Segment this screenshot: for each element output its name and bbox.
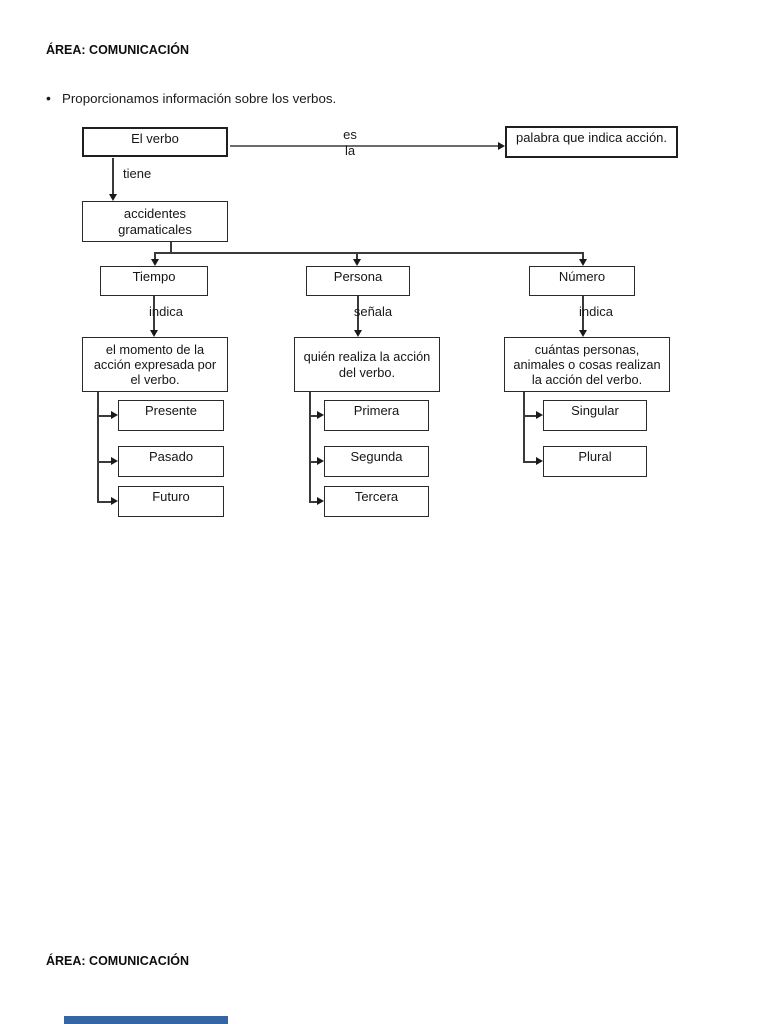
arrowhead-down-desc-persona bbox=[354, 330, 362, 337]
connector-numero-desc bbox=[582, 296, 584, 330]
node-el-verbo: El verbo bbox=[82, 127, 228, 157]
connector-col3-stub2 bbox=[523, 461, 536, 463]
node-accidentes-gramaticales: accidentes gramaticales bbox=[82, 201, 228, 242]
node-segunda: Segunda bbox=[324, 446, 429, 477]
node-persona: Persona bbox=[306, 266, 410, 296]
connector-tiene-line bbox=[112, 158, 114, 194]
connector-col3-spine bbox=[523, 392, 525, 462]
edge-label-indica-tiempo: indica bbox=[149, 304, 183, 319]
connector-col1-stub2 bbox=[97, 461, 111, 463]
node-presente: Presente bbox=[118, 400, 224, 431]
arrowhead-down-accidentes bbox=[109, 194, 117, 201]
edge-label-la: la bbox=[344, 143, 356, 158]
connector-branch-hline bbox=[154, 252, 583, 254]
edge-label-senala: señala bbox=[353, 304, 393, 319]
arrowhead-down-persona bbox=[353, 259, 361, 266]
node-futuro: Futuro bbox=[118, 486, 224, 517]
arrowhead-right-futuro bbox=[111, 497, 118, 505]
page-title: ÁREA: COMUNICACIÓN bbox=[46, 43, 190, 57]
node-tercera: Tercera bbox=[324, 486, 429, 517]
node-pasado: Pasado bbox=[118, 446, 224, 477]
arrowhead-right-palabra bbox=[498, 142, 505, 150]
node-primera: Primera bbox=[324, 400, 429, 431]
connector-col2-stub3 bbox=[309, 501, 317, 503]
connector-col2-spine bbox=[309, 392, 311, 502]
connector-col2-stub1 bbox=[309, 415, 317, 417]
connector-drop-numero bbox=[582, 252, 584, 260]
connector-col1-spine bbox=[97, 392, 99, 502]
connector-col1-stub3 bbox=[97, 501, 111, 503]
page-footer-title: ÁREA: COMUNICACIÓN bbox=[46, 954, 190, 968]
next-page-blue-bar bbox=[64, 1016, 228, 1024]
edge-label-es: es bbox=[343, 127, 357, 142]
connector-accidentes-drop bbox=[170, 242, 172, 253]
connector-tiempo-desc bbox=[153, 296, 155, 330]
node-singular: Singular bbox=[543, 400, 647, 431]
arrowhead-right-singular bbox=[536, 411, 543, 419]
node-plural: Plural bbox=[543, 446, 647, 477]
connector-es-la-line bbox=[230, 145, 498, 147]
connector-col1-stub1 bbox=[97, 415, 111, 417]
node-desc-tiempo: el momento de la acción expresada por el… bbox=[82, 337, 228, 392]
arrowhead-down-desc-tiempo bbox=[150, 330, 158, 337]
intro-text: Proporcionamos información sobre los ver… bbox=[62, 91, 337, 106]
connector-persona-desc bbox=[357, 296, 359, 330]
arrowhead-right-tercera bbox=[317, 497, 324, 505]
node-palabra-que-indica-accion: palabra que indica acción. bbox=[505, 126, 678, 158]
connector-drop-persona bbox=[356, 252, 358, 260]
edge-label-indica-numero: indica bbox=[579, 304, 613, 319]
node-desc-numero: cuántas personas, animales o cosas reali… bbox=[504, 337, 670, 392]
edge-label-tiene: tiene bbox=[123, 166, 152, 181]
arrowhead-right-primera bbox=[317, 411, 324, 419]
node-desc-persona: quién realiza la acción del verbo. bbox=[294, 337, 440, 392]
connector-col3-stub1 bbox=[523, 415, 536, 417]
node-tiempo: Tiempo bbox=[100, 266, 208, 296]
arrowhead-right-plural bbox=[536, 457, 543, 465]
arrowhead-down-numero bbox=[579, 259, 587, 266]
arrowhead-right-presente bbox=[111, 411, 118, 419]
arrowhead-right-pasado bbox=[111, 457, 118, 465]
node-numero: Número bbox=[529, 266, 635, 296]
connector-drop-tiempo bbox=[154, 252, 156, 260]
arrowhead-down-desc-numero bbox=[579, 330, 587, 337]
bullet-icon: • bbox=[46, 90, 51, 106]
arrowhead-down-tiempo bbox=[151, 259, 159, 266]
arrowhead-right-segunda bbox=[317, 457, 324, 465]
connector-col2-stub2 bbox=[309, 461, 317, 463]
